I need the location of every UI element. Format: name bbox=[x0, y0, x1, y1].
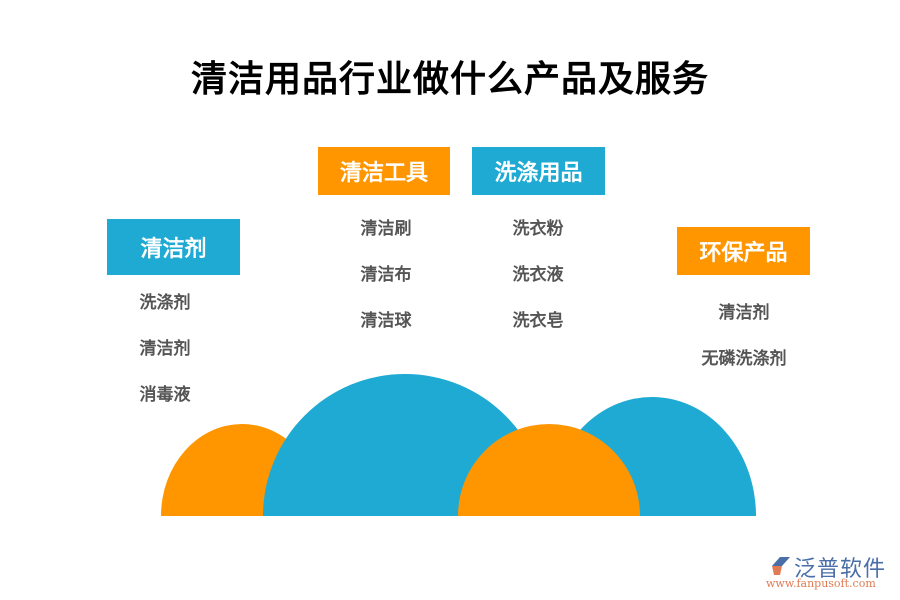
category-tools-items: 清洁刷 清洁布 清洁球 bbox=[328, 217, 444, 355]
list-item: 清洁球 bbox=[360, 311, 412, 331]
orange-dome-right bbox=[458, 424, 640, 516]
category-laundry-items: 洗衣粉 洗衣液 洗衣皂 bbox=[480, 217, 596, 355]
category-label: 清洁剂 bbox=[140, 237, 207, 262]
category-laundry-header: 洗涤用品 bbox=[472, 147, 605, 195]
list-item: 洗涤剂 bbox=[139, 293, 191, 313]
category-label: 清洁工具 bbox=[339, 161, 428, 186]
category-eco-items: 清洁剂 无磷洗涤剂 bbox=[684, 301, 804, 393]
category-label: 环保产品 bbox=[699, 241, 788, 266]
list-item: 无磷洗涤剂 bbox=[701, 349, 787, 369]
list-item: 消毒液 bbox=[139, 385, 191, 405]
logo-mark-icon bbox=[772, 557, 790, 575]
category-eco-header: 环保产品 bbox=[677, 227, 810, 275]
list-item: 清洁布 bbox=[360, 265, 412, 285]
logo-url: www.fanpusoft.com bbox=[766, 577, 876, 590]
list-item: 清洁剂 bbox=[139, 339, 191, 359]
category-cleaner-items: 洗涤剂 清洁剂 消毒液 bbox=[107, 291, 223, 429]
list-item: 洗衣粉 bbox=[512, 219, 564, 239]
list-item: 洗衣液 bbox=[512, 265, 564, 285]
brand-logo: 泛普软件 www.fanpusoft.com bbox=[766, 551, 896, 597]
category-cleaner-header: 清洁剂 bbox=[107, 219, 240, 275]
category-tools-header: 清洁工具 bbox=[318, 147, 450, 195]
page-title: 清洁用品行业做什么产品及服务 bbox=[190, 59, 709, 100]
logo-name: 泛普软件 bbox=[794, 557, 887, 582]
category-label: 洗涤用品 bbox=[494, 161, 583, 186]
list-item: 清洁剂 bbox=[718, 303, 770, 323]
list-item: 洗衣皂 bbox=[512, 311, 564, 331]
list-item: 清洁刷 bbox=[360, 219, 412, 239]
